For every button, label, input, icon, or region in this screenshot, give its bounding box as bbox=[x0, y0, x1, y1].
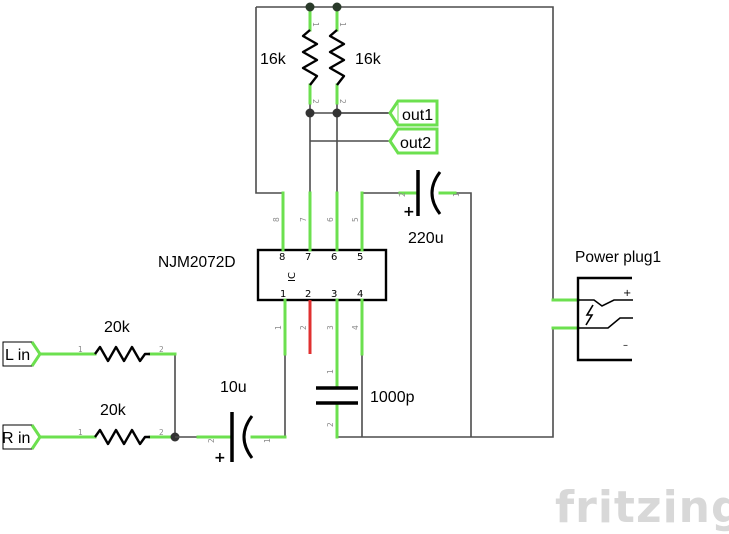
svg-text:2: 2 bbox=[338, 99, 347, 104]
cap-10u-value: 10u bbox=[220, 379, 247, 396]
capacitor-220u[interactable]: + 2 1 bbox=[398, 170, 461, 220]
ic-name: NJM2072D bbox=[158, 254, 236, 271]
capacitor-1000p[interactable]: 1 2 bbox=[316, 352, 358, 439]
cap-220u-plus: + bbox=[403, 204, 415, 220]
ic-pin7-num: 7 bbox=[305, 252, 311, 263]
r-in-label[interactable]: R in bbox=[2, 424, 42, 450]
pot-left-value: 16k bbox=[260, 51, 287, 68]
svg-text:1: 1 bbox=[452, 192, 461, 197]
ic-body bbox=[256, 248, 388, 302]
junction-dot bbox=[332, 108, 342, 118]
out2-label[interactable]: out2 bbox=[388, 127, 439, 155]
out1-text: out1 bbox=[402, 107, 433, 124]
svg-text:1: 1 bbox=[326, 369, 335, 374]
svg-text:7: 7 bbox=[299, 217, 308, 222]
power-minus: – bbox=[623, 340, 628, 351]
svg-text:1: 1 bbox=[263, 438, 272, 443]
wires bbox=[174, 6, 554, 438]
resistor-l-value: 20k bbox=[104, 319, 131, 336]
resistor-r[interactable]: 1 2 bbox=[38, 428, 177, 446]
cap-1000p-value: 1000p bbox=[370, 389, 415, 406]
ic-pin5-num: 5 bbox=[357, 252, 363, 263]
svg-text:1: 1 bbox=[338, 22, 347, 27]
svg-text:1: 1 bbox=[78, 345, 83, 354]
svg-text:6: 6 bbox=[326, 217, 335, 222]
svg-text:1: 1 bbox=[274, 325, 283, 330]
junction-dot bbox=[305, 108, 315, 118]
ic-pin8-num: 8 bbox=[279, 252, 285, 263]
svg-text:2: 2 bbox=[159, 428, 164, 437]
pot-right-value: 16k bbox=[355, 51, 382, 68]
svg-text:8: 8 bbox=[272, 217, 281, 222]
svg-text:4: 4 bbox=[351, 325, 360, 330]
bolt-icon bbox=[585, 304, 594, 326]
ground-rail-wire bbox=[337, 328, 554, 438]
l-in-text: L in bbox=[5, 347, 30, 364]
capacitor-10u[interactable]: + 2 1 bbox=[175, 412, 287, 466]
svg-text:1: 1 bbox=[311, 22, 320, 27]
svg-text:2: 2 bbox=[159, 345, 164, 354]
ic-pin4-num: 4 bbox=[357, 289, 363, 300]
l-in-label[interactable]: L in bbox=[2, 341, 42, 367]
svg-text:2: 2 bbox=[398, 192, 407, 197]
power-plug-name: Power plug1 bbox=[575, 249, 661, 266]
ic-body-label: IC bbox=[287, 272, 298, 282]
svg-text:3: 3 bbox=[326, 325, 335, 330]
svg-text:2: 2 bbox=[326, 422, 335, 427]
ic-pin3-num: 3 bbox=[331, 289, 337, 300]
resistor-r-value: 20k bbox=[100, 402, 127, 419]
svg-text:1: 1 bbox=[78, 428, 83, 437]
svg-text:2: 2 bbox=[311, 99, 320, 104]
top-rail-wire bbox=[256, 6, 554, 300]
cap-220u-value: 220u bbox=[408, 230, 444, 247]
cap-to-ground-wire bbox=[455, 192, 472, 437]
ic-njm2072d[interactable]: 8 7 6 5 8 7 6 5 1 2 3 4 IC 1 2 3 4 bbox=[256, 191, 388, 356]
svg-text:2: 2 bbox=[207, 438, 216, 443]
out1-label[interactable]: out1 bbox=[388, 99, 439, 127]
out2-text: out2 bbox=[400, 135, 431, 152]
ic-pin6-num: 6 bbox=[331, 252, 337, 263]
junction-dot bbox=[305, 2, 315, 12]
left-rail-wire bbox=[255, 7, 283, 194]
resistor-l[interactable]: 1 2 bbox=[38, 345, 177, 363]
svg-text:5: 5 bbox=[351, 217, 360, 222]
power-plus: + bbox=[623, 288, 631, 299]
potentiometer-right[interactable]: 1 2 bbox=[328, 7, 347, 105]
power-plug[interactable]: + – bbox=[551, 276, 633, 362]
cap-10u-plus: + bbox=[214, 450, 226, 466]
junction-dot bbox=[332, 2, 342, 12]
fritzing-logo: fritzing bbox=[555, 482, 729, 533]
svg-text:2: 2 bbox=[299, 325, 308, 330]
ic-pin2-num: 2 bbox=[305, 289, 311, 300]
ic-pin1-num: 1 bbox=[280, 289, 286, 300]
r-in-text: R in bbox=[2, 430, 30, 447]
potentiometer-left[interactable]: 1 2 bbox=[301, 7, 320, 105]
